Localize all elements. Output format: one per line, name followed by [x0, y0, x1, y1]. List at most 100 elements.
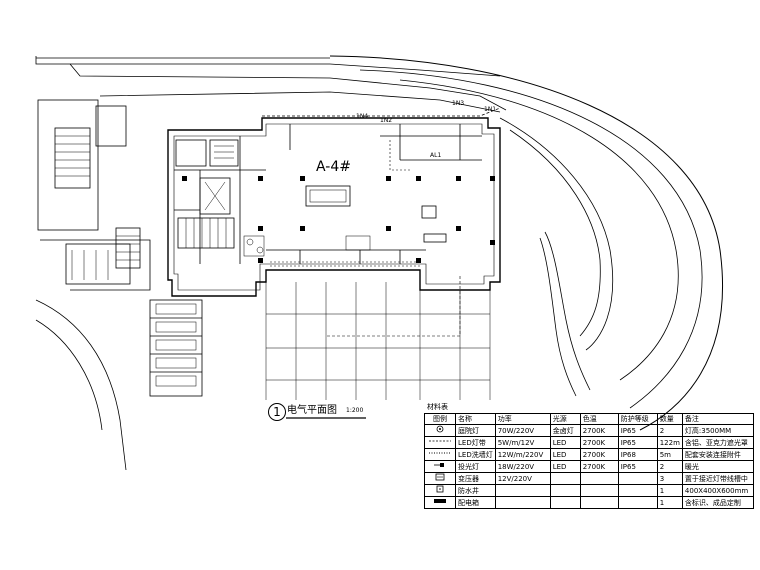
cell-note: 暖光: [681, 460, 754, 474]
road-edge: [99, 91, 501, 113]
box-icon: [435, 485, 445, 496]
left-stair-lines: [55, 135, 90, 177]
cell-power: 12W/m/220V: [494, 448, 551, 462]
dashed-line-icon: [429, 437, 451, 448]
left-room: [65, 243, 131, 285]
interior-wall: [289, 124, 482, 161]
cell-power: [494, 496, 551, 510]
cell-source: LED: [549, 436, 581, 450]
left-room: [95, 105, 127, 147]
drawing-scale: 1:200: [346, 407, 364, 414]
cell-note: 含铝、亚克力遮光罩: [681, 436, 754, 450]
cell-name: 防水井: [455, 484, 496, 498]
curved-road-arc: [399, 79, 679, 381]
cell-note: 400X400X600mm: [681, 484, 754, 498]
table-header-row: 图例 名称 功率 光源 色温 防护等级 数量 备注: [424, 412, 754, 426]
cell-qty: 1: [656, 496, 683, 510]
cell-ip: [617, 484, 658, 498]
left-stair-2: [115, 227, 141, 269]
circuit-label: AL1: [430, 152, 442, 159]
cell-cct: [579, 484, 619, 498]
cell-ip: IP65: [617, 436, 658, 450]
paving-grid: [265, 282, 491, 400]
cell-note: 含标识、成品定制: [681, 496, 754, 510]
circuit-line: [389, 140, 410, 171]
cell-cct: 2700K: [579, 436, 619, 450]
circuit-line: [262, 107, 501, 117]
circuit-line: [326, 276, 461, 337]
cell-source: LED: [549, 460, 581, 474]
cell-ip: IP65: [617, 424, 658, 438]
curved-road-arc: [499, 117, 614, 351]
cell-qty: 3: [656, 472, 683, 486]
cell-power: [494, 484, 551, 498]
header-cell: 图例: [424, 412, 456, 426]
dotted-line-icon: [429, 449, 451, 460]
sofa: [305, 185, 351, 207]
cell-power: 70W/220V: [494, 424, 551, 438]
left-wall: [40, 239, 151, 291]
cell-source: [549, 484, 581, 498]
lounge-set: [243, 235, 265, 257]
cell-cct: [579, 496, 619, 510]
cell-name: 庭院灯: [455, 424, 496, 438]
cell-qty: 2: [656, 424, 683, 438]
restroom: [209, 139, 239, 167]
curved-road-arc: [359, 69, 703, 409]
area-label: A-4#: [316, 159, 351, 175]
cell-name: 变压器: [455, 472, 496, 486]
header-cell: 光源: [549, 412, 581, 426]
cell-source: [549, 472, 581, 486]
cell-power: 12V/220V: [494, 472, 551, 486]
cell-power: 18W/220V: [494, 460, 551, 474]
circuit-label: 1N1: [484, 106, 497, 113]
road-edge: [69, 63, 507, 111]
cell-source: [549, 496, 581, 510]
cell-power: 5W/m/12V: [494, 436, 551, 450]
cell-ip: [617, 472, 658, 486]
elevator: [199, 177, 231, 215]
circuit-label: 1N3: [452, 100, 465, 107]
lounge-set: [345, 235, 371, 251]
left-stair: [54, 127, 91, 189]
cell-name: LED洗墙灯: [455, 448, 496, 462]
circle-dot-icon: [435, 425, 445, 436]
left-building: [37, 99, 99, 231]
cell-note: 灯高:3500MM: [681, 424, 754, 438]
left-curve: [35, 299, 127, 471]
left-room-lines: [71, 250, 109, 280]
circuit-label: 1N4: [356, 113, 369, 120]
header-cell: 色温: [579, 412, 619, 426]
left-curve: [35, 319, 103, 431]
cell-qty: 122m: [656, 436, 683, 450]
curved-road-arc: [329, 55, 724, 431]
header-cell: 备注: [681, 412, 754, 426]
circuit-line: [270, 261, 420, 267]
paving-grid: [266, 313, 490, 381]
materials-title: 材料表: [427, 403, 448, 411]
cell-cct: 2700K: [579, 448, 619, 462]
curved-road-arc: [509, 129, 601, 337]
cell-source: LED: [549, 448, 581, 462]
cell-name: LED灯带: [455, 436, 496, 450]
drawing-number: 1: [268, 403, 286, 421]
interior-wall: [174, 136, 266, 264]
header-cell: 防护等级: [617, 412, 658, 426]
cell-cct: 2700K: [579, 460, 619, 474]
cell-cct: [579, 472, 619, 486]
cell-name: 配电箱: [455, 496, 496, 510]
cell-source: 金卤灯: [549, 424, 581, 438]
cell-name: 投光灯: [455, 460, 496, 474]
stair-core: [177, 217, 235, 249]
transformer-icon: [435, 473, 445, 484]
table: [421, 205, 437, 219]
header-cell: 名称: [455, 412, 496, 426]
drawing-title: 电气平面图: [287, 405, 337, 416]
parking-column: [149, 299, 203, 397]
